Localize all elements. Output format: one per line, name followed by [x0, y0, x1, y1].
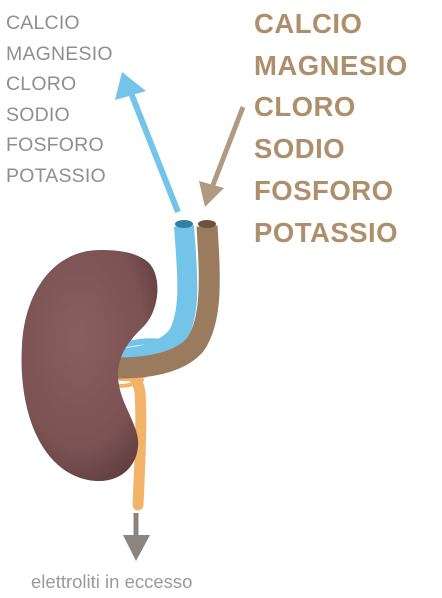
left-list-item: CLORO — [6, 69, 113, 100]
left-list-item: MAGNESIO — [6, 39, 113, 70]
left-electrolyte-list: CALCIO MAGNESIO CLORO SODIO FOSFORO POTA… — [6, 8, 113, 191]
left-list-item: CALCIO — [6, 8, 113, 39]
right-list-item: SODIO — [254, 128, 408, 170]
right-list-item: POTASSIO — [254, 212, 408, 254]
left-list-item: FOSFORO — [6, 130, 113, 161]
right-list-item: FOSFORO — [254, 170, 408, 212]
excess-electrolytes-caption: elettroliti in eccesso — [31, 571, 192, 593]
down-arrow-icon — [123, 513, 150, 561]
left-list-item: POTASSIO — [6, 161, 113, 192]
right-list-item: MAGNESIO — [254, 45, 408, 87]
right-list-item: CALCIO — [254, 3, 408, 45]
left-list-item: SODIO — [6, 100, 113, 131]
blue-arrow-icon — [115, 72, 178, 212]
right-list-item: CLORO — [254, 86, 408, 128]
right-electrolyte-list: CALCIO MAGNESIO CLORO SODIO FOSFORO POTA… — [254, 3, 408, 253]
brown-arrow-icon — [199, 107, 243, 207]
